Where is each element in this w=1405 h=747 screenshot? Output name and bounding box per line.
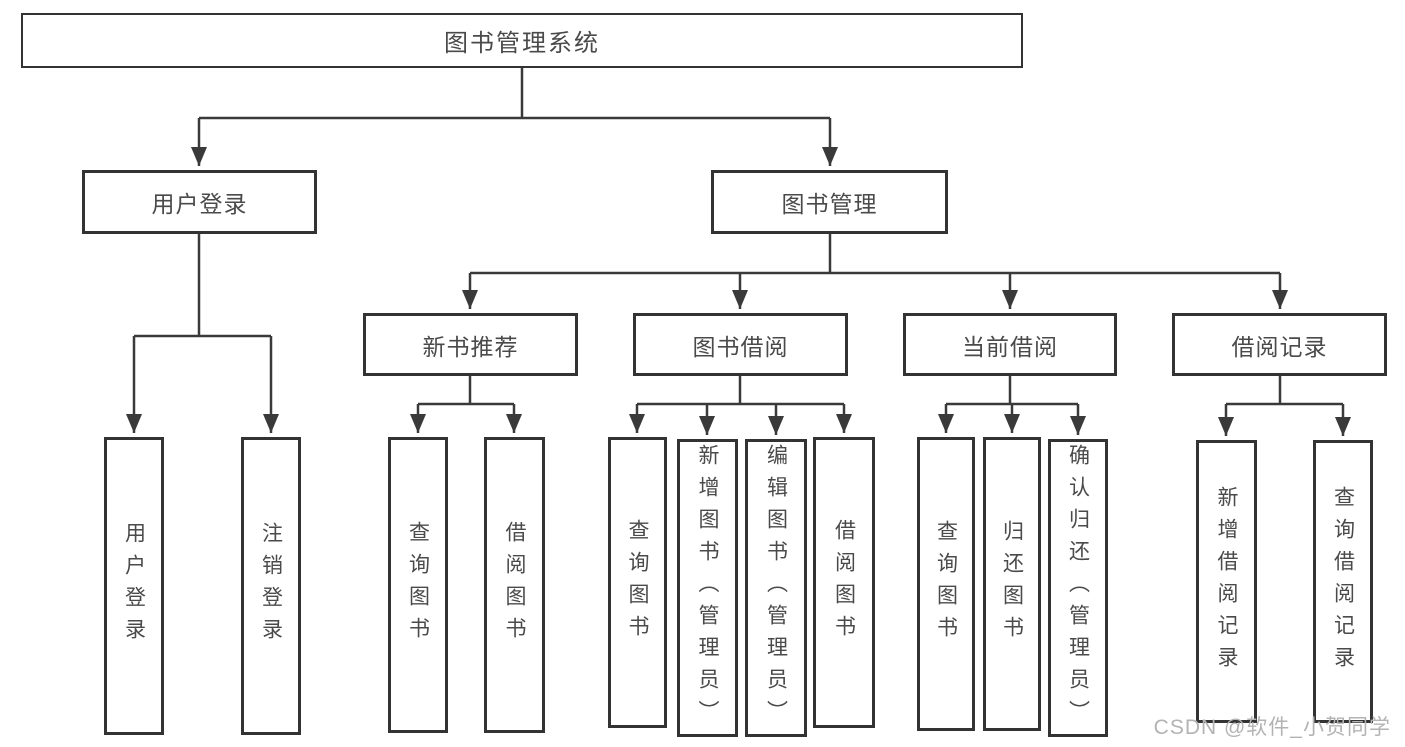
node-borrow-records: 借阅记录 xyxy=(1172,313,1387,376)
leaf-cb-return-books: 归还图书 xyxy=(983,437,1041,731)
leaf-br-add-record: 新增借阅记录 xyxy=(1196,440,1257,723)
connector-book-borrowing-children xyxy=(629,376,852,435)
connector-current-borrowing-children xyxy=(938,376,1086,435)
leaf-cb-confirm-return-admin: 确认归还（管理员） xyxy=(1048,439,1108,737)
leaf-nbr-query-books: 查询图书 xyxy=(388,437,448,733)
leaf-user-login: 用户登录 xyxy=(104,437,164,735)
leaf-bb-add-books-admin: 新增图书（管理员） xyxy=(677,439,738,737)
node-book-borrowing: 图书借阅 xyxy=(633,313,848,376)
connector-user-login-children xyxy=(126,234,279,433)
connector-book-management-children xyxy=(462,234,1288,309)
node-library-system: 图书管理系统 xyxy=(21,13,1023,68)
csdn-watermark: CSDN @软件_小贺同学 xyxy=(1153,716,1391,739)
connector-root-to-level2 xyxy=(191,68,838,166)
leaf-bb-borrow-books: 借阅图书 xyxy=(813,437,875,728)
leaf-bb-query-books: 查询图书 xyxy=(608,437,667,728)
leaf-logout: 注销登录 xyxy=(241,437,301,735)
leaf-cb-query-books: 查询图书 xyxy=(917,437,975,731)
node-user-login: 用户登录 xyxy=(82,170,317,234)
leaf-br-query-record: 查询借阅记录 xyxy=(1313,440,1373,723)
leaf-bb-edit-books-admin: 编辑图书（管理员） xyxy=(745,439,807,737)
leaf-nbr-borrow-books: 借阅图书 xyxy=(484,437,545,733)
node-current-borrowing: 当前借阅 xyxy=(903,313,1117,376)
connector-borrow-records-children xyxy=(1218,376,1351,436)
node-new-book-recommend: 新书推荐 xyxy=(363,313,578,376)
node-book-management: 图书管理 xyxy=(711,170,948,234)
connector-new-book-recommend-children xyxy=(410,376,522,433)
